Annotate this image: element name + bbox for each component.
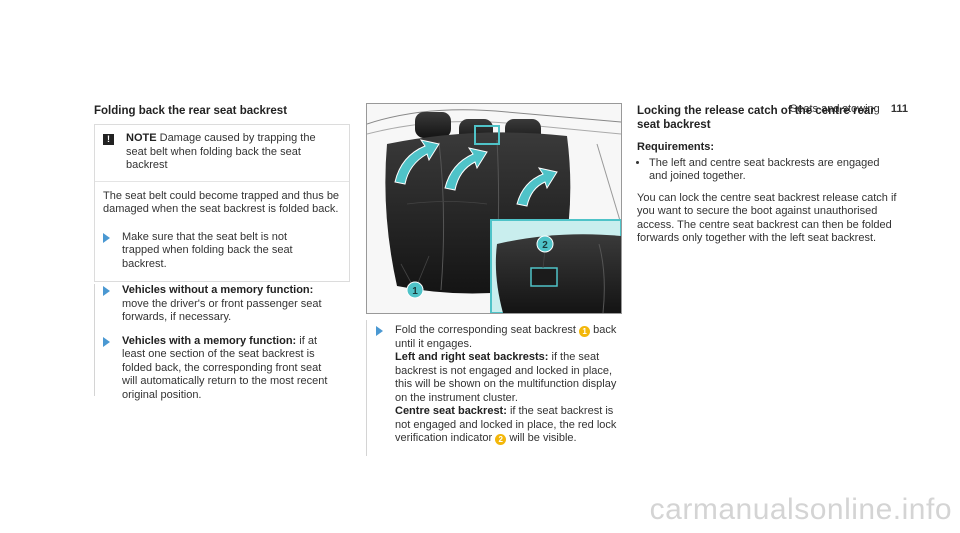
fold-arrow-right-icon [516, 167, 558, 207]
fold-arrow-left-icon [394, 139, 440, 185]
callout-1-marker [406, 281, 424, 299]
latch-highlight [474, 125, 500, 145]
step-arrow-icon [103, 286, 110, 296]
callout-1-label: 1 [412, 286, 418, 297]
step-no-memory-text: move the driver's or front passenger sea… [122, 297, 322, 324]
lock-description: You can lock the centre seat backrest re… [637, 191, 897, 245]
requirements-label: Requirements: [637, 141, 715, 153]
lock-heading: Locking the release catch of the centre … [637, 105, 875, 131]
centre-text: if the seat backrest is not engaged and … [395, 405, 617, 444]
step-arrow-icon [103, 336, 110, 347]
lock-section-body: Requirements: The left and centre seat b… [637, 141, 899, 246]
requirement-item: The left and centre seat backrests are e… [649, 157, 899, 184]
callout-2-marker [536, 235, 554, 253]
note-box: ! NOTE Damage caused by trapping the sea… [94, 124, 350, 282]
callout-2-label: 2 [542, 240, 548, 251]
fold-heading: Folding back the rear seat backrest [94, 105, 288, 117]
warning-icon: ! [103, 134, 114, 145]
note-title: NOTE [126, 132, 157, 144]
fold-instructions: Fold the corresponding seat backrest 1 b… [366, 320, 638, 456]
page-header: Seats and stowing 111 [790, 103, 908, 115]
seat-backrest-figure: 1 2 [366, 103, 622, 314]
step-fold-intro: Fold the corresponding seat backrest [395, 324, 576, 336]
lock-verification-indicator [530, 267, 558, 287]
section-title: Seats and stowing [789, 103, 880, 115]
steps-block: Vehicles without a memory function: move… [94, 284, 355, 401]
step-arrow-icon [376, 326, 383, 336]
centre-tail: will be visible. [509, 432, 577, 444]
rear-seat-illustration: 1 2 [367, 104, 621, 313]
callout-2-ref: 2 [495, 434, 507, 445]
watermark: carmanualsonline.info [649, 493, 952, 526]
left-right-label: Left and right seat backrests: [395, 351, 549, 363]
left-right-text: if the seat backrest is not engaged and … [395, 351, 617, 404]
centre-label: Centre seat backrest: [395, 405, 507, 417]
note-body: The seat belt could become trapped and t… [103, 189, 340, 216]
step-memory-label: Vehicles with a memory function: [122, 334, 297, 347]
step-fold-tail: back until it engages. [395, 324, 617, 350]
step-no-memory: Vehicles without a memory function: move… [122, 284, 334, 325]
step-memory: Vehicles with a memory function: if at l… [122, 335, 334, 403]
note-step: Make sure that the seat belt is not trap… [122, 230, 293, 270]
headrest-left [415, 112, 451, 138]
step-memory-text: if at least one section of the seat back… [122, 334, 328, 401]
step-arrow-icon [103, 232, 110, 243]
page-number: 111 [890, 103, 908, 115]
step-no-memory-label: Vehicles without a memory function: [122, 284, 314, 296]
note-title-text: Damage caused by trapping the seat belt … [126, 132, 316, 171]
callout-1-ref: 1 [579, 326, 591, 337]
fold-arrow-centre-icon [444, 147, 488, 191]
requirements-list: The left and centre seat backrests are e… [637, 157, 899, 184]
